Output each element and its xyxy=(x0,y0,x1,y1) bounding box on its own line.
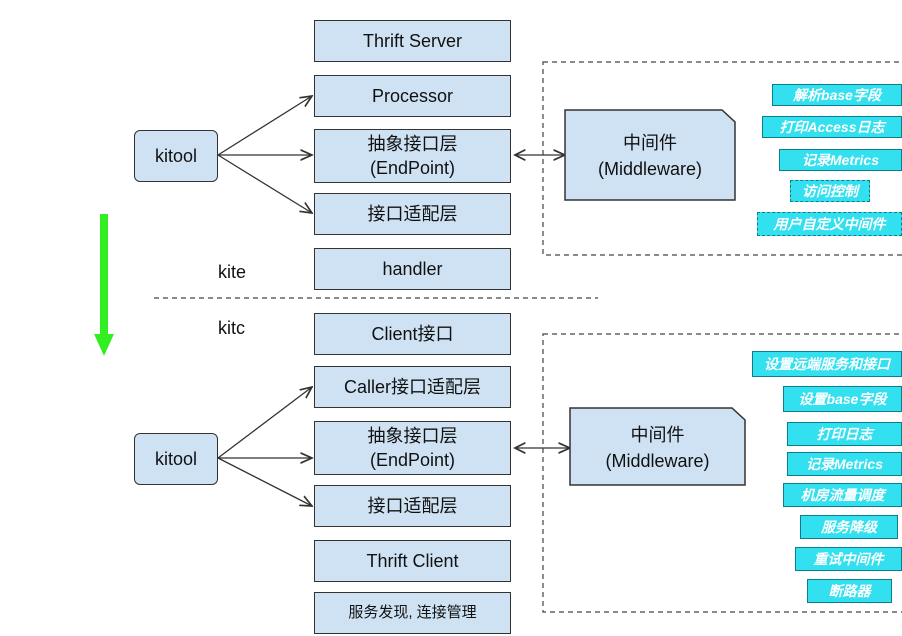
kite-tag-custom-middleware: 用户自定义中间件 xyxy=(757,212,902,236)
kitc-stack-thrift-client: Thrift Client xyxy=(314,540,511,582)
kitc-middleware-shape xyxy=(569,407,746,486)
kite-tag-parse-base: 解析base字段 xyxy=(772,84,902,106)
kite-stack-adapter: 接口适配层 xyxy=(314,193,511,235)
kite-stack-handler: handler xyxy=(314,248,511,290)
kite-middleware-shape xyxy=(564,109,736,201)
kitc-arrow-caller xyxy=(217,387,312,459)
kite-tag-access-control: 访问控制 xyxy=(790,180,870,202)
kitc-tag-set-remote-service: 设置远端服务和接口 xyxy=(752,351,902,377)
kite-arrow-adapter xyxy=(217,154,312,213)
kite-stack-processor: Processor xyxy=(314,75,511,117)
kitc-stack-caller-adapter: Caller接口适配层 xyxy=(314,366,511,408)
kitc-tag-retry: 重试中间件 xyxy=(795,547,902,571)
kitc-tag-metrics: 记录Metrics xyxy=(787,452,902,476)
kitc-middleware-frame xyxy=(542,333,902,613)
kite-stack-thrift-server: Thrift Server xyxy=(314,20,511,62)
kite-tag-access-log: 打印Access日志 xyxy=(762,116,902,138)
kite-tag-metrics: 记录Metrics xyxy=(779,149,902,171)
kite-middleware-frame xyxy=(542,61,902,256)
kite-stack-endpoint: 抽象接口层 (EndPoint) xyxy=(314,129,511,183)
kitc-tag-degradation: 服务降级 xyxy=(800,515,898,539)
kitc-tag-log: 打印日志 xyxy=(787,422,902,446)
kitc-stack-endpoint: 抽象接口层 (EndPoint) xyxy=(314,421,511,475)
kite-label: kite xyxy=(218,262,247,282)
kite-arrow-processor xyxy=(217,96,312,156)
kite-kitool: kitool xyxy=(134,130,218,182)
kite-middleware-label: 中间件 (Middleware) xyxy=(597,133,703,179)
kitc-stack-adapter: 接口适配层 xyxy=(314,485,511,527)
kitc-tag-circuit-breaker: 断路器 xyxy=(807,579,892,603)
kitc-tag-traffic-scheduling: 机房流量调度 xyxy=(783,483,902,507)
kitc-kitool: kitool xyxy=(134,433,218,485)
kitc-stack-client-interface: Client接口 xyxy=(314,313,511,355)
kitc-arrow-adapter xyxy=(217,457,312,506)
kitc-stack-service-discovery: 服务发现, 连接管理 xyxy=(314,592,511,634)
kitc-middleware-label: 中间件 (Middleware) xyxy=(605,425,710,471)
flow-direction-arrow xyxy=(94,214,114,356)
kitc-label: kitc xyxy=(218,318,245,338)
kitc-tag-set-base: 设置base字段 xyxy=(783,386,902,412)
